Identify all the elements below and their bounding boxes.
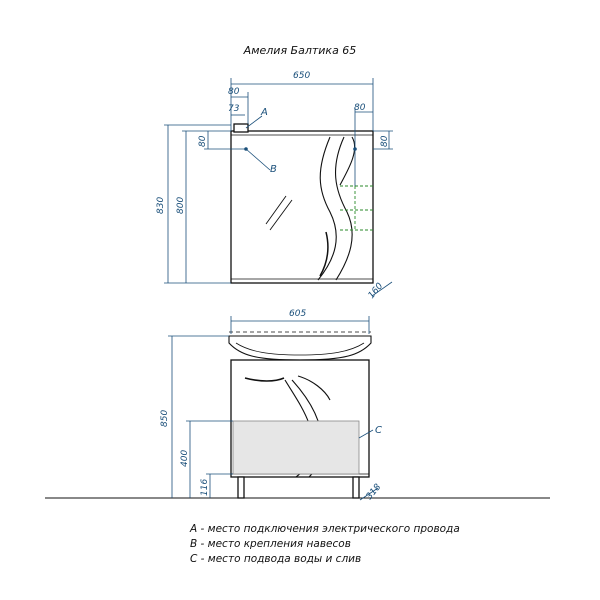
legend-item-a: A - место подключения электрического про… xyxy=(190,523,460,535)
dim-605: 605 xyxy=(289,309,306,319)
page-title: Амелия Балтика 65 xyxy=(243,44,357,57)
vanity-leaf-decor xyxy=(244,377,285,382)
marker-b: B xyxy=(270,164,277,175)
marker-c: C xyxy=(375,425,382,436)
dim-850: 850 xyxy=(160,410,170,427)
dim-80-side-left: 80 xyxy=(198,135,208,147)
socket-block xyxy=(233,123,249,133)
marker-a: A xyxy=(260,107,268,118)
mirror-glare-2 xyxy=(269,199,293,231)
top-dimension-texts: 650 80 73 80 830 800 80 80 160 A B xyxy=(156,71,390,301)
wiring-zone-top xyxy=(340,185,373,231)
dim-830: 830 xyxy=(156,197,166,214)
mount-point-right xyxy=(353,147,357,151)
mount-point-left xyxy=(244,147,248,151)
cabinet-body xyxy=(230,130,374,284)
legend: A - место подключения электрического про… xyxy=(190,522,460,567)
dim-80-side-right: 80 xyxy=(380,135,390,147)
dim-160: 160 xyxy=(367,281,386,301)
leg-right xyxy=(352,476,360,499)
vanity-basin-top xyxy=(228,335,372,361)
dim-400: 400 xyxy=(180,450,190,467)
bottom-dimension-lines xyxy=(168,316,379,501)
dim-80-right: 80 xyxy=(354,103,366,113)
mirror-cabinet-view xyxy=(230,123,374,284)
legend-item-c: C - место подвода воды и слив xyxy=(190,553,362,565)
dim-650: 650 xyxy=(293,71,310,81)
vanity-body xyxy=(230,359,370,478)
water-supply-zone xyxy=(232,420,360,475)
dim-318: 318 xyxy=(365,482,384,502)
dim-800: 800 xyxy=(176,197,186,214)
dim-73: 73 xyxy=(228,104,240,114)
legend-item-b: B - место крепления навесов xyxy=(190,538,351,550)
mirror-glare-1 xyxy=(265,195,287,225)
vanity-basin-inner xyxy=(235,342,365,356)
top-dimension-lines xyxy=(164,78,393,297)
dim-116: 116 xyxy=(200,479,210,496)
dim-80-left: 80 xyxy=(228,87,240,97)
leg-left xyxy=(237,476,245,499)
cabinet-leaf-decor xyxy=(319,231,329,277)
cabinet-decor-curve xyxy=(317,136,356,281)
